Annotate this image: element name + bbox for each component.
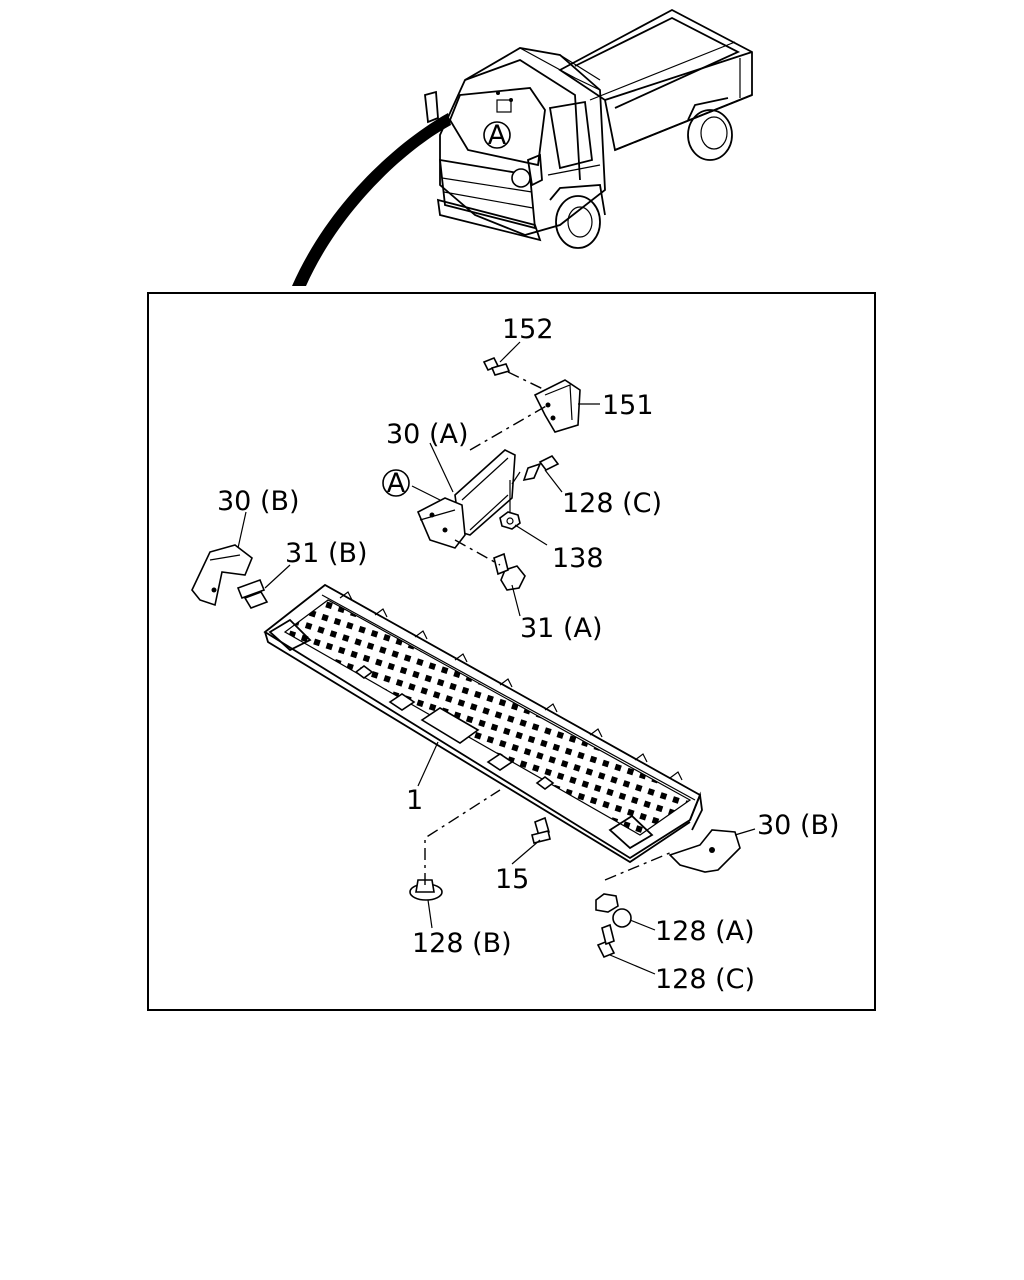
detail-frame (147, 292, 876, 1011)
detail-callout: A (382, 468, 410, 499)
truck-illustration (292, 8, 753, 286)
bracket-30b-right (668, 829, 741, 873)
label-128c-lower: 128 (C) (655, 964, 755, 995)
clip-151 (533, 379, 581, 433)
nut-138 (499, 480, 521, 530)
label-31a: 31 (A) (520, 613, 602, 644)
label-128a: 128 (A) (655, 916, 755, 947)
label-152: 152 (502, 314, 554, 345)
bolt-128c-upper (511, 454, 560, 485)
svg-text:A: A (488, 120, 507, 151)
label-138: 138 (552, 543, 604, 574)
label-30b-left: 30 (B) (217, 486, 300, 517)
fastener-128b (409, 879, 443, 901)
floor-panel (263, 583, 703, 864)
clip-15 (531, 816, 551, 844)
label-30b-right: 30 (B) (757, 810, 840, 841)
label-31b: 31 (B) (285, 538, 368, 569)
bracket-30a (416, 449, 516, 549)
bolt-152 (482, 356, 546, 391)
label-30a: 30 (A) (386, 419, 468, 450)
bolt-31b (236, 578, 269, 609)
label-1: 1 (406, 785, 423, 816)
bracket-30b-left (191, 544, 253, 607)
label-128c-upper: 128 (C) (562, 488, 662, 519)
bolt-128c-lower (596, 923, 616, 959)
bolt-31a (493, 552, 526, 591)
nut-128a (595, 893, 632, 928)
svg-text:A: A (387, 468, 406, 499)
label-151: 151 (602, 390, 654, 421)
leader-lines (237, 341, 756, 975)
label-128b: 128 (B) (412, 928, 512, 959)
truck-callout: A (483, 120, 511, 151)
label-15: 15 (495, 864, 529, 895)
